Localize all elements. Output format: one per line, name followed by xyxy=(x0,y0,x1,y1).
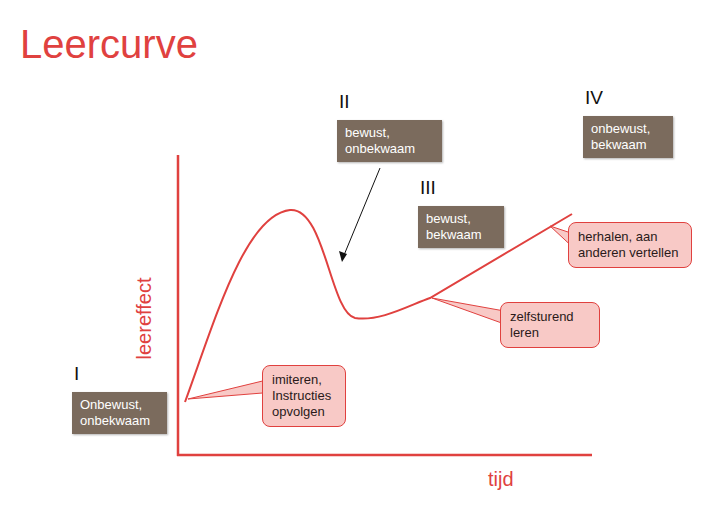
y-axis xyxy=(177,155,180,456)
callout-text: herhalen, aan anderen vertellen xyxy=(578,229,682,261)
axis-label: leereffect xyxy=(134,277,157,359)
stage-label: bewust, onbekwaam xyxy=(345,125,434,157)
x-axis xyxy=(177,454,592,457)
stage-box: IIbewust, onbekwaam xyxy=(337,120,442,162)
stage-box: IVonbewust, bekwaam xyxy=(583,116,673,158)
leader-line xyxy=(342,168,380,260)
stage-number: IV xyxy=(585,90,603,106)
callout-text: imiteren, Instructies opvolgen xyxy=(272,372,336,420)
stage-label: Onbewust, onbekwaam xyxy=(80,397,159,429)
callout-box: herhalen, aan anderen vertellen xyxy=(568,222,692,268)
stage-label: onbewust, bekwaam xyxy=(591,121,665,153)
callout-text: zelfsturend leren xyxy=(510,309,590,341)
stage-number: III xyxy=(420,180,436,196)
stage-box: IIIbewust, bekwaam xyxy=(418,206,504,248)
callout-tail xyxy=(432,298,510,326)
stage-label: bewust, bekwaam xyxy=(426,211,496,243)
diagram-title: Leercurve xyxy=(20,22,198,67)
stage-number: I xyxy=(74,366,79,382)
stage-box: IOnbewust, onbekwaam xyxy=(72,392,167,434)
callout-box: imiteren, Instructies opvolgen xyxy=(262,365,346,427)
axis-label: tijd xyxy=(488,468,514,491)
leader-arrowhead xyxy=(339,251,347,262)
stage-number: II xyxy=(339,94,350,110)
callout-box: zelfsturend leren xyxy=(500,302,600,348)
